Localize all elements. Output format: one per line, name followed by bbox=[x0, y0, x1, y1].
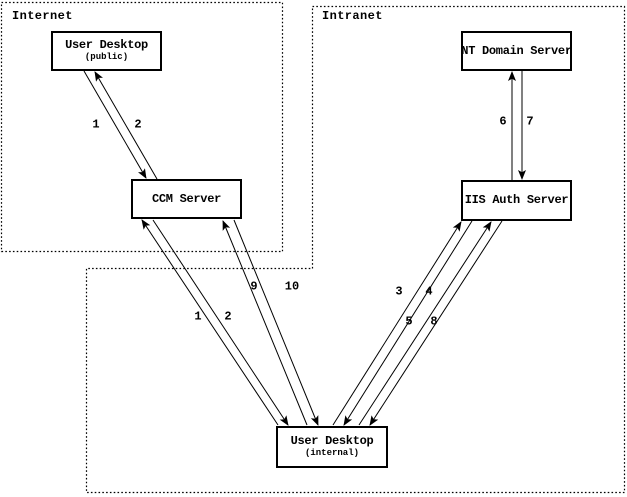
node-ccm-server: CCM Server bbox=[131, 179, 242, 219]
step-label-0: 1 bbox=[92, 117, 100, 132]
node-title-ccm-server: CCM Server bbox=[151, 191, 221, 206]
zone-internet-border bbox=[0, 1, 284, 253]
step-label-9: 8 bbox=[430, 314, 438, 329]
connection-arrows-layer bbox=[83, 70, 526, 426]
connection-9-step-8 bbox=[369, 220, 503, 426]
node-user-desktop-internal: User Desktop(internal) bbox=[276, 426, 388, 468]
zone-intranet-border bbox=[85, 5, 626, 494]
connection-2-step-1 bbox=[141, 219, 279, 426]
connection-7-step-4 bbox=[343, 220, 473, 426]
connection-3-step-2 bbox=[152, 219, 289, 426]
node-iis-auth-server: IIS Auth Server bbox=[461, 180, 572, 221]
zone-label-intranet: Intranet bbox=[322, 9, 383, 23]
node-title-iis-auth-server: IIS Auth Server bbox=[464, 193, 569, 207]
connection-8-step-5 bbox=[358, 221, 492, 426]
connection-4-step-9 bbox=[222, 220, 308, 426]
node-subtitle-user-desktop-public: (public) bbox=[84, 52, 129, 62]
connection-5-step-10 bbox=[233, 219, 319, 426]
zone-label-internet: Internet bbox=[12, 9, 73, 23]
node-nt-domain-server: NT Domain Server bbox=[461, 31, 572, 71]
step-label-4: 9 bbox=[250, 279, 258, 294]
step-label-1: 2 bbox=[134, 117, 142, 132]
connection-1-step-2 bbox=[94, 71, 158, 180]
connection-6-step-3 bbox=[332, 221, 462, 426]
node-subtitle-user-desktop-internal: (internal) bbox=[304, 448, 359, 458]
step-label-8: 5 bbox=[405, 314, 413, 329]
step-label-5: 10 bbox=[284, 279, 300, 294]
step-label-2: 1 bbox=[194, 309, 202, 324]
step-label-7: 4 bbox=[425, 284, 433, 299]
node-title-user-desktop-public: User Desktop bbox=[65, 38, 148, 52]
step-label-6: 3 bbox=[395, 284, 403, 299]
step-label-11: 7 bbox=[526, 114, 534, 129]
node-user-desktop-public: User Desktop(public) bbox=[51, 31, 162, 71]
node-title-user-desktop-internal: User Desktop bbox=[290, 434, 374, 448]
step-label-10: 6 bbox=[499, 114, 507, 129]
node-title-nt-domain-server: NT Domain Server bbox=[461, 43, 572, 58]
connection-0-step-1 bbox=[83, 70, 147, 179]
step-label-3: 2 bbox=[224, 309, 232, 324]
